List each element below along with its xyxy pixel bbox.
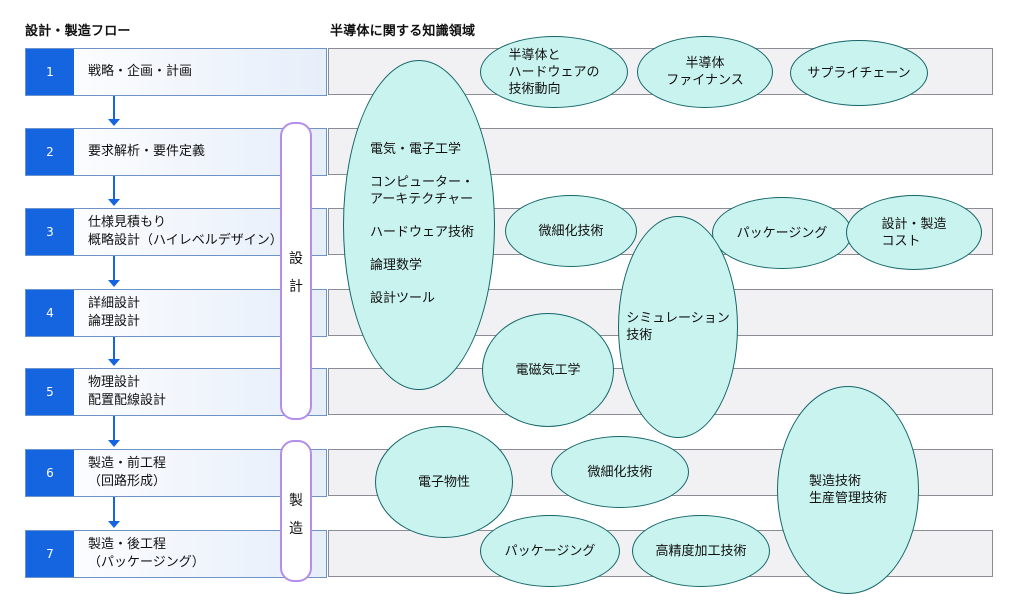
flow-arrow-head — [108, 521, 120, 528]
flow-step-3: 3 仕様見積もり 概略設計（ハイレベルデザイン） — [25, 208, 327, 256]
step-number: 2 — [26, 129, 74, 175]
step-number: 3 — [26, 209, 74, 255]
knowledge-microfab-mfg: 微細化技術 — [551, 436, 689, 508]
flow-arrow-head — [108, 359, 120, 366]
flow-arrow-head — [108, 280, 120, 287]
step-label: 要求解析・要件定義 — [88, 144, 206, 159]
manufacturing-bracket-char: 造 — [289, 521, 303, 537]
manufacturing-bracket-char: 製 — [289, 493, 303, 509]
knowledge-mfg-tech: 製造技術 生産管理技術 — [777, 386, 919, 594]
flow-arrow-head — [108, 119, 120, 126]
step-number: 7 — [26, 531, 74, 577]
step-number: 6 — [26, 450, 74, 496]
flow-arrow-line — [113, 497, 115, 522]
manufacturing-bracket — [280, 440, 312, 582]
step-label: 製造・前工程 （回路形成） — [88, 456, 167, 489]
flow-step-1: 1 戦略・企画・計画 — [25, 48, 327, 96]
knowledge-finance: 半導体 ファイナンス — [637, 36, 773, 108]
fundamental-item: 論理数学 — [370, 258, 423, 273]
flow-arrow-line — [113, 416, 115, 441]
fundamental-item: ハードウェア技術 — [370, 225, 475, 240]
knowledge-simulation: シミュレーション 技術 — [618, 216, 738, 438]
knowledge-header: 半導体に関する知識領域 — [330, 24, 476, 39]
knowledge-packaging-design: パッケージング — [712, 197, 852, 269]
flow-arrow-head — [108, 440, 120, 447]
knowledge-electronic-props: 電子物性 — [375, 426, 513, 538]
knowledge-packaging-mfg: パッケージング — [480, 515, 620, 587]
flow-arrow-head — [108, 199, 120, 206]
flow-step-7: 7 製造・後工程 （パッケージング） — [25, 530, 327, 578]
flow-header: 設計・製造フロー — [25, 24, 131, 39]
design-bracket — [280, 122, 312, 420]
fundamental-item: 電気・電子工学 — [370, 142, 462, 157]
fundamental-item: コンピューター・ アーキテクチャー — [370, 175, 475, 207]
flow-arrow-line — [113, 176, 115, 200]
knowledge-microfab-design: 微細化技術 — [505, 195, 637, 267]
step-label: 製造・後工程 （パッケージング） — [88, 537, 205, 570]
design-bracket-char: 計 — [289, 279, 303, 295]
flow-step-6: 6 製造・前工程 （回路形成） — [25, 449, 327, 497]
step-label: 仕様見積もり 概略設計（ハイレベルデザイン） — [88, 215, 283, 248]
knowledge-supply-chain: サプライチェーン — [790, 40, 928, 106]
knowledge-em: 電磁気工学 — [482, 313, 614, 427]
flow-step-2: 2 要求解析・要件定義 — [25, 128, 327, 176]
flow-step-4: 4 詳細設計 論理設計 — [25, 289, 327, 337]
step-label: 戦略・企画・計画 — [88, 64, 193, 79]
flow-step-5: 5 物理設計 配置配線設計 — [25, 368, 327, 416]
step-label: 物理設計 配置配線設計 — [88, 375, 167, 408]
knowledge-design-mfg-cost: 設計・製造 コスト — [846, 195, 982, 270]
knowledge-fundamentals: 電気・電子工学 コンピューター・ アーキテクチャー ハードウェア技術 論理数学 … — [343, 60, 495, 390]
step-label: 詳細設計 論理設計 — [88, 296, 141, 329]
step-number: 5 — [26, 369, 74, 415]
flow-arrow-line — [113, 256, 115, 281]
knowledge-trend: 半導体と ハードウェアの 技術動向 — [480, 36, 628, 108]
flow-arrow-line — [113, 96, 115, 120]
step-number: 1 — [26, 49, 74, 95]
flow-arrow-line — [113, 337, 115, 360]
knowledge-precision: 高精度加工技術 — [632, 515, 770, 587]
fundamental-item: 設計ツール — [370, 291, 436, 306]
step-number: 4 — [26, 290, 74, 336]
design-bracket-char: 設 — [289, 251, 303, 267]
